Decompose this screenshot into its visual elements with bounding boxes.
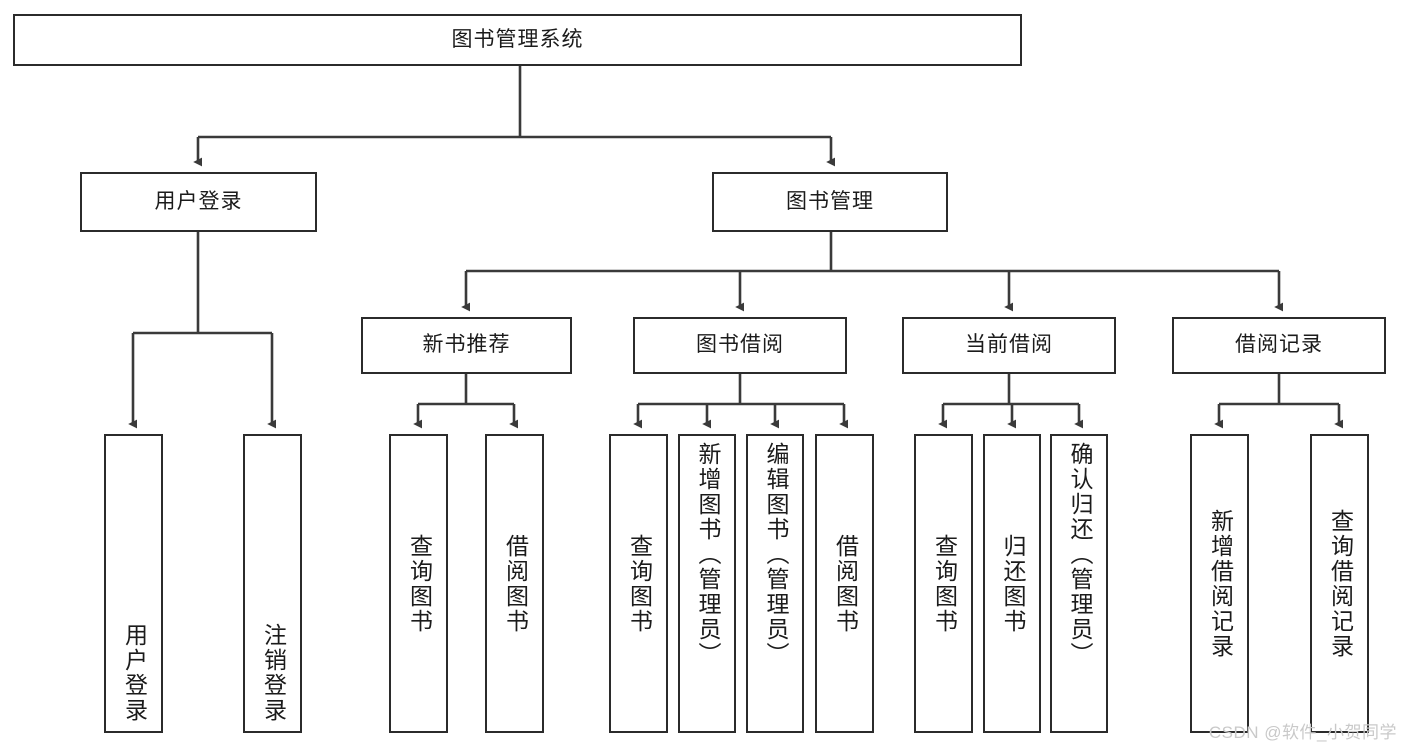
leaf-query-book-recommend[interactable]: 查询图书 [389, 434, 448, 733]
node-label: 用户登录 [121, 623, 148, 723]
leaf-logout-login[interactable]: 注销登录 [243, 434, 302, 733]
leaf-query-book-current[interactable]: 查询图书 [914, 434, 973, 733]
node-book-management[interactable]: 图书管理 [712, 172, 948, 232]
leaf-borrow-book-borrow[interactable]: 借阅图书 [815, 434, 874, 733]
node-label: 新增借阅记录 [1207, 508, 1234, 659]
node-label: 查询图书 [626, 533, 653, 634]
node-label: 图书管理 [786, 189, 874, 213]
node-root-book-management-system[interactable]: 图书管理系统 [13, 14, 1022, 66]
node-label: 用户登录 [154, 189, 243, 213]
node-label: 借阅图书 [502, 533, 529, 634]
leaf-borrow-book-recommend[interactable]: 借阅图书 [485, 434, 544, 733]
node-new-book-recommend[interactable]: 新书推荐 [361, 317, 572, 374]
leaf-query-book-borrow[interactable]: 查询图书 [609, 434, 668, 733]
leaf-add-borrow-record[interactable]: 新增借阅记录 [1190, 434, 1249, 733]
node-label: 新增图书（管理员） [694, 442, 721, 667]
node-label: 图书管理系统 [451, 27, 584, 51]
node-label: 查询借阅记录 [1327, 508, 1354, 659]
node-label: 编辑图书（管理员） [762, 442, 789, 667]
leaf-query-borrow-record[interactable]: 查询借阅记录 [1310, 434, 1369, 733]
leaf-confirm-return-admin[interactable]: 确认归还（管理员） [1050, 434, 1108, 733]
node-label: 注销登录 [260, 623, 287, 723]
node-book-borrow[interactable]: 图书借阅 [633, 317, 847, 374]
leaf-user-login[interactable]: 用户登录 [104, 434, 163, 733]
node-label: 图书借阅 [696, 333, 784, 357]
node-label: 确认归还（管理员） [1066, 442, 1093, 667]
watermark-text: CSDN @软件_小贺同学 [1208, 723, 1397, 742]
node-user-login[interactable]: 用户登录 [80, 172, 317, 232]
node-label: 归还图书 [999, 533, 1026, 634]
node-label: 借阅图书 [832, 533, 859, 634]
node-label: 新书推荐 [422, 333, 511, 357]
node-label: 查询图书 [406, 533, 433, 634]
leaf-edit-book-admin[interactable]: 编辑图书（管理员） [746, 434, 804, 733]
node-label: 查询图书 [931, 533, 958, 634]
node-borrow-record[interactable]: 借阅记录 [1172, 317, 1386, 374]
node-label: 借阅记录 [1235, 333, 1323, 357]
leaf-return-book[interactable]: 归还图书 [983, 434, 1041, 733]
node-current-borrow[interactable]: 当前借阅 [902, 317, 1116, 374]
node-label: 当前借阅 [965, 333, 1053, 357]
leaf-add-book-admin[interactable]: 新增图书（管理员） [678, 434, 736, 733]
